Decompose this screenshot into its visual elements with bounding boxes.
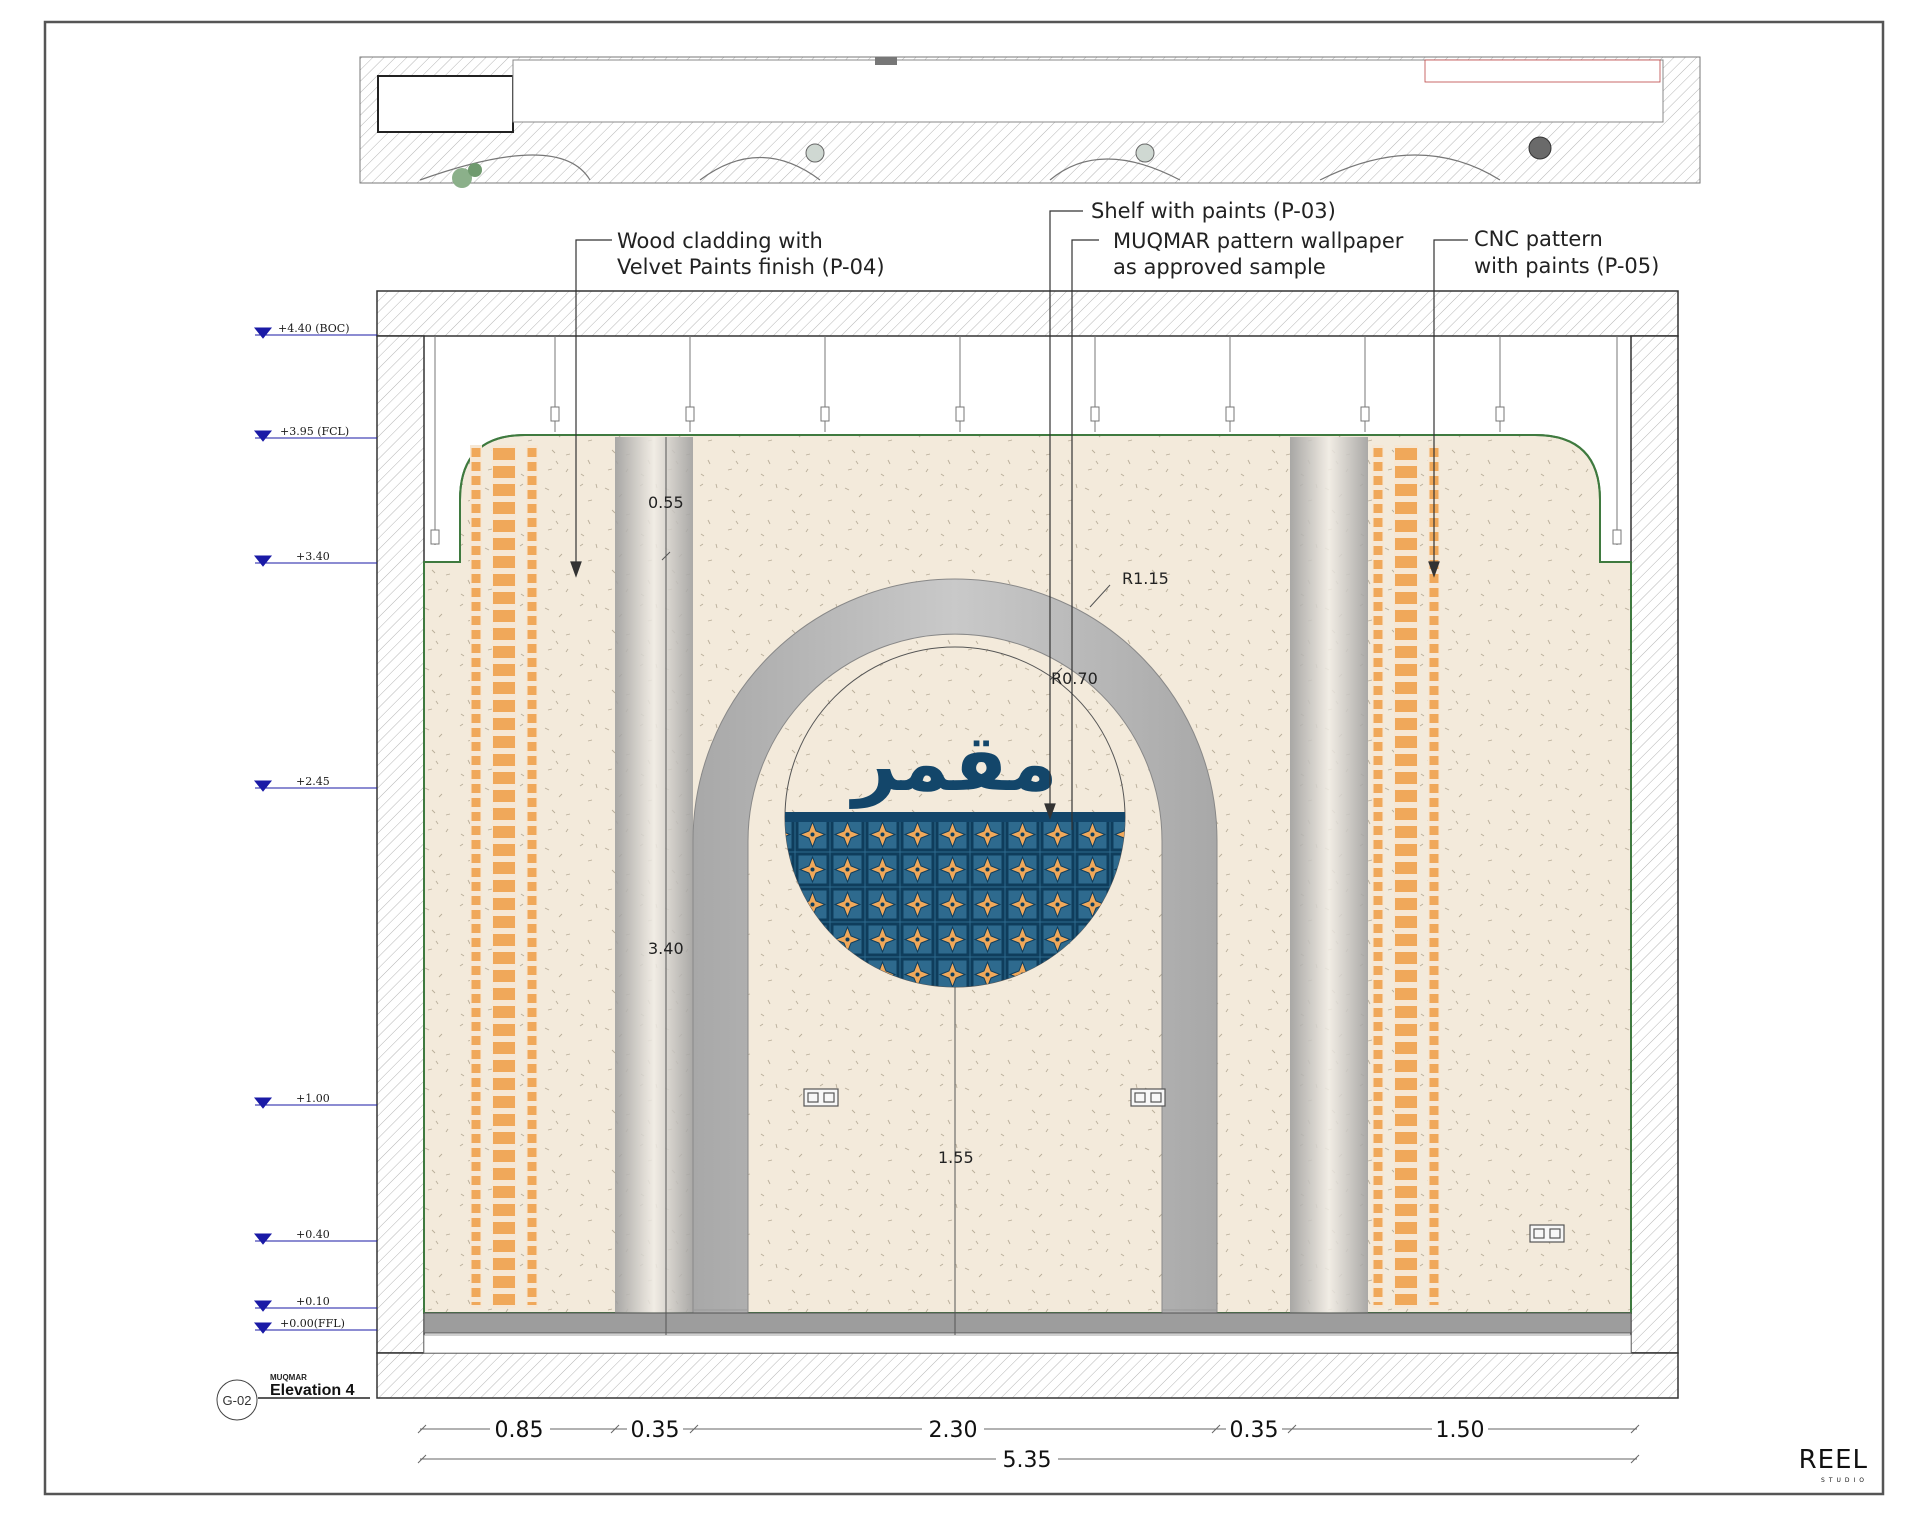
callout-wallpaper-line1: MUQMAR pattern wallpaper	[1113, 229, 1404, 253]
callout-wood-line1: Wood cladding with	[617, 229, 823, 253]
callout-leaders	[570, 210, 1468, 830]
dim-r1-15: R1.15	[1122, 569, 1169, 588]
view-title: Elevation 4	[270, 1382, 355, 1399]
dim-bottom-0-85: 0.85	[495, 1418, 544, 1443]
plan-strip	[359, 56, 1701, 188]
level-fcl: +3.95 (FCL)	[280, 425, 349, 438]
level-040: +0.40	[296, 1228, 330, 1241]
cnc-strip-left	[470, 445, 538, 1308]
dim-bottom-total: 5.35	[1003, 1448, 1052, 1473]
floor-slab	[376, 1352, 1679, 1399]
level-markers	[253, 327, 377, 1334]
level-010: +0.10	[296, 1295, 330, 1308]
arch-frame	[692, 578, 1218, 1333]
dim-r0-70: R0.70	[1051, 669, 1098, 688]
suspension-rods	[430, 336, 1622, 545]
level-100: +1.00	[296, 1092, 330, 1105]
level-ffl: +0.00(FFL)	[280, 1317, 345, 1330]
pilaster-left	[615, 437, 693, 1332]
callout-wallpaper-line2: as approved sample	[1113, 255, 1326, 279]
level-245: +2.45	[296, 775, 330, 788]
sheet-code: G-02	[223, 1393, 252, 1408]
dim-1-55: 1.55	[938, 1148, 974, 1167]
level-340: +3.40	[296, 550, 330, 563]
dim-bottom-1-50: 1.50	[1436, 1418, 1485, 1443]
callout-shelf: Shelf with paints (P-03)	[1091, 199, 1336, 223]
sheet-frame	[43, 20, 1885, 1496]
project-name: MUQMAR	[270, 1373, 307, 1382]
right-wall	[1630, 335, 1679, 1354]
inner-dimension-lines	[661, 437, 1111, 1335]
brand-logo: REEL	[1799, 1445, 1868, 1475]
callout-wood-line2: Velvet Paints finish (P-04)	[617, 255, 885, 279]
pilaster-right	[1290, 437, 1368, 1332]
dim-0-55: 0.55	[648, 493, 684, 512]
dim-bottom-2-30: 2.30	[929, 1418, 978, 1443]
dim-3-40: 3.40	[648, 939, 684, 958]
title-block	[216, 1379, 370, 1421]
muqmar-sign: مقمر	[848, 719, 1057, 809]
callout-cnc-line2: with paints (P-05)	[1474, 254, 1659, 278]
callout-cnc-line1: CNC pattern	[1474, 227, 1603, 251]
skirting	[423, 1312, 1632, 1334]
ceiling-slab	[376, 290, 1679, 337]
dim-bottom-0-35-left: 0.35	[631, 1418, 680, 1443]
cnc-strip-right	[1372, 445, 1440, 1308]
left-wall	[376, 335, 425, 1354]
dim-bottom-0-35-right: 0.35	[1230, 1418, 1279, 1443]
wall-sockets	[803, 1088, 1565, 1243]
level-boc: +4.40 (BOC)	[278, 322, 350, 335]
brand-sub: STUDIO	[1821, 1477, 1868, 1484]
